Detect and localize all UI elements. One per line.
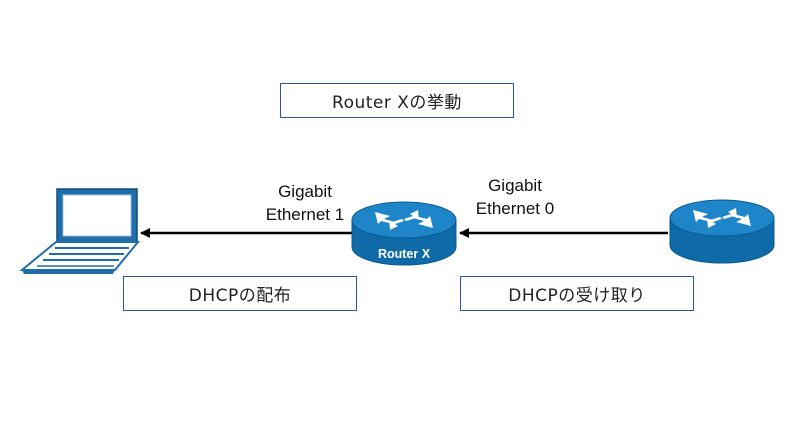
left-interface-line2: Ethernet 1 [265, 205, 345, 224]
right-interface-line1: Gigabit [488, 176, 542, 195]
right-interface-line2: Ethernet 0 [475, 199, 555, 218]
dhcp-distribute-box: DHCPの配布 [123, 276, 357, 311]
left-interface-line1: Gigabit [278, 182, 332, 201]
title-box: Router Xの挙動 [280, 83, 514, 118]
router-x-label: Router X [378, 247, 431, 261]
upstream-router-icon [669, 199, 775, 264]
right-interface-label: Gigabit Ethernet 0 [460, 174, 570, 220]
dhcp-receive-box: DHCPの受け取り [460, 276, 694, 311]
laptop-icon [19, 188, 141, 274]
router-x-icon [351, 201, 457, 266]
left-interface-label: Gigabit Ethernet 1 [250, 180, 360, 226]
